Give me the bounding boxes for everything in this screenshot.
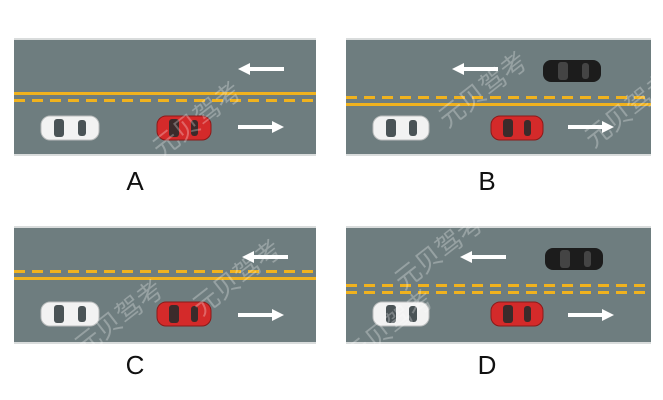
center-dashed-line bbox=[14, 99, 316, 102]
center-dashed-line-lower bbox=[346, 291, 651, 294]
white-car-icon bbox=[372, 115, 430, 141]
option-label: D bbox=[477, 350, 497, 380]
arrow-left-icon bbox=[242, 251, 288, 263]
arrow-right-icon bbox=[568, 309, 614, 321]
option-panel-a[interactable]: 元贝驾考 A bbox=[0, 0, 330, 200]
option-panel-c[interactable]: 元贝驾考 元贝驾考 C bbox=[0, 200, 330, 400]
arrow-right-icon bbox=[568, 121, 614, 133]
black-car-icon bbox=[545, 248, 603, 270]
center-solid-line bbox=[346, 103, 651, 106]
arrow-left-icon bbox=[452, 63, 498, 75]
road: 元贝驾考 bbox=[14, 38, 316, 164]
arrow-left-icon bbox=[460, 251, 506, 263]
road: 元贝驾考 元贝驾考 bbox=[346, 38, 663, 156]
option-label: B bbox=[478, 166, 496, 196]
option-panel-d[interactable]: 元贝驾考 元贝驾考 D bbox=[330, 200, 663, 400]
option-panel-b[interactable]: 元贝驾考 元贝驾考 B bbox=[330, 0, 663, 200]
road: 元贝驾考 元贝驾考 bbox=[14, 226, 316, 362]
red-car-icon bbox=[490, 115, 544, 141]
option-label: C bbox=[125, 350, 145, 380]
center-solid-line bbox=[14, 277, 316, 280]
white-car-icon bbox=[372, 301, 430, 327]
arrow-right-icon bbox=[238, 309, 284, 321]
arrow-left-icon bbox=[238, 63, 284, 75]
white-car-icon bbox=[40, 115, 100, 141]
center-dashed-line bbox=[14, 270, 316, 273]
option-label: A bbox=[126, 166, 144, 196]
road: 元贝驾考 元贝驾考 bbox=[339, 209, 651, 372]
red-car-icon bbox=[156, 301, 212, 327]
center-dashed-line bbox=[346, 96, 651, 99]
arrow-right-icon bbox=[238, 121, 284, 133]
center-solid-line bbox=[14, 92, 316, 95]
red-car-icon bbox=[156, 115, 212, 141]
center-dashed-line-upper bbox=[346, 284, 651, 287]
black-car-icon bbox=[543, 60, 601, 82]
white-car-icon bbox=[40, 301, 100, 327]
red-car-icon bbox=[490, 301, 544, 327]
